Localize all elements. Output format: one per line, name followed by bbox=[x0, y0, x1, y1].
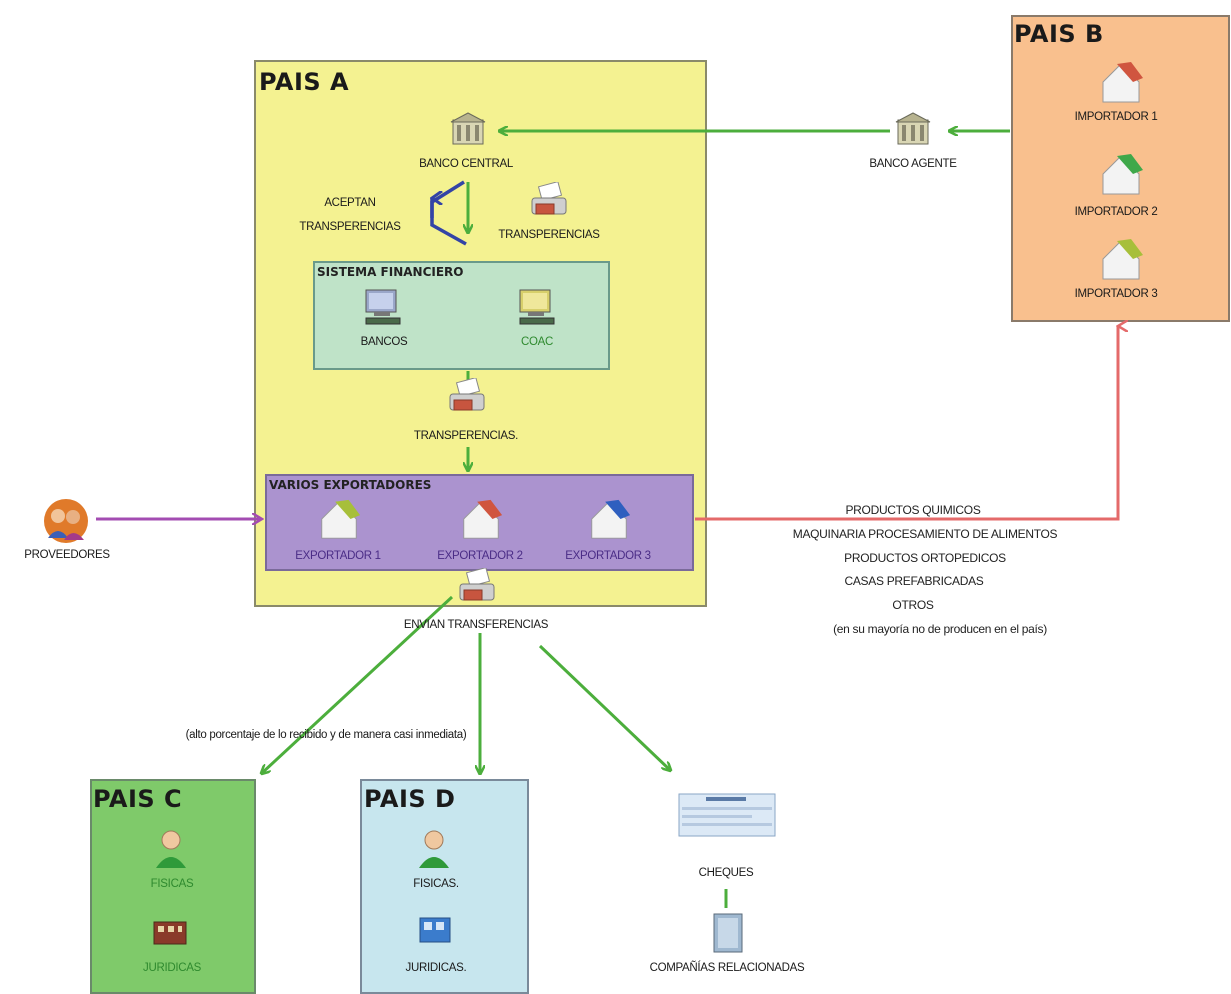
fisicas-person-icon bbox=[156, 830, 186, 868]
juridicas-building-icon bbox=[419, 917, 451, 943]
pais-d-juridicas-label: JURIDICAS. bbox=[405, 962, 467, 974]
sistema-financiero-box bbox=[313, 261, 610, 370]
banco-central-label: BANCO CENTRAL bbox=[419, 158, 513, 170]
importador-1-house-icon bbox=[1102, 62, 1143, 103]
aceptan-label-2: TRANSPERENCIAS bbox=[299, 221, 401, 233]
exportador-2-house-icon bbox=[463, 499, 503, 539]
importador-2-label: IMPORTADOR 2 bbox=[1074, 206, 1158, 218]
pais-d-fisicas-label: FISICAS. bbox=[413, 878, 459, 890]
importador-2-house-icon bbox=[1102, 154, 1143, 195]
companias-label: COMPAÑÍAS RELACIONADAS bbox=[649, 962, 805, 974]
companias-building-icon bbox=[713, 913, 743, 953]
sistema-financiero-title: SISTEMA FINANCIERO bbox=[317, 265, 464, 279]
producto-item: OTROS bbox=[892, 598, 934, 612]
banco-agente-label: BANCO AGENTE bbox=[869, 158, 957, 170]
transferencias-top-label: TRANSPERENCIAS bbox=[498, 229, 600, 241]
coac-label: COAC bbox=[520, 336, 554, 348]
envian-transferencias-label: ENVIAN TRANSFERENCIAS bbox=[403, 619, 549, 631]
importador-1-label: IMPORTADOR 1 bbox=[1074, 111, 1158, 123]
bancos-icon bbox=[365, 289, 401, 325]
producto-item: MAQUINARIA PROCESAMIENTO DE ALIMENTOS bbox=[792, 527, 1058, 541]
cheques-label: CHEQUES bbox=[698, 867, 754, 879]
pais-a-title: PAIS A bbox=[259, 68, 350, 96]
producto-item: PRODUCTOS ORTOPEDICOS bbox=[844, 551, 1006, 565]
pais-c-juridicas-label: JURIDICAS bbox=[142, 962, 202, 974]
importador-3-house-icon bbox=[1102, 239, 1143, 280]
pais-b-title: PAIS B bbox=[1014, 20, 1104, 48]
arrow-aceptan bbox=[430, 180, 467, 246]
importador-3-label: IMPORTADOR 3 bbox=[1074, 288, 1158, 300]
proveedores-people-icon bbox=[44, 499, 88, 543]
porcentaje-note: (alto porcentaje de lo recibido y de man… bbox=[185, 729, 467, 741]
pais-c-fisicas-label: FISICAS bbox=[150, 878, 194, 890]
arrow-to-pais-c bbox=[262, 595, 454, 773]
coac-icon bbox=[519, 289, 555, 325]
juridicas-building-icon bbox=[153, 921, 187, 945]
producto-item: CASAS PREFABRICADAS bbox=[844, 574, 984, 588]
arrow-export-to-paisb bbox=[695, 326, 1118, 521]
transferencias-mid-label: TRANSPERENCIAS. bbox=[413, 430, 519, 442]
cheque-icon bbox=[678, 793, 776, 837]
proveedores-label: PROVEEDORES bbox=[24, 549, 110, 561]
producto-note: (en su mayoría no de producen en el país… bbox=[833, 622, 1047, 636]
arrow-to-cheques bbox=[538, 644, 670, 770]
exportador-2-label: EXPORTADOR 2 bbox=[437, 550, 523, 562]
transfer-icon bbox=[459, 568, 495, 601]
exportador-1-label: EXPORTADOR 1 bbox=[295, 550, 381, 562]
pais-d-title: PAIS D bbox=[364, 785, 456, 813]
fisicas-person-icon bbox=[419, 830, 449, 868]
producto-item: PRODUCTOS QUIMICOS bbox=[845, 503, 981, 517]
exportadores-title: VARIOS EXPORTADORES bbox=[269, 478, 432, 492]
transfer-icon bbox=[531, 182, 567, 215]
bank-agent-icon bbox=[895, 112, 931, 145]
exportador-3-house-icon bbox=[591, 499, 631, 539]
pais-c-title: PAIS C bbox=[93, 785, 183, 813]
exportador-3-label: EXPORTADOR 3 bbox=[565, 550, 651, 562]
exportador-1-house-icon bbox=[321, 499, 361, 539]
bancos-label: BANCOS bbox=[360, 336, 408, 348]
aceptan-label-1: ACEPTAN bbox=[324, 197, 376, 209]
bank-icon bbox=[450, 112, 486, 145]
transfer-icon bbox=[449, 378, 485, 411]
